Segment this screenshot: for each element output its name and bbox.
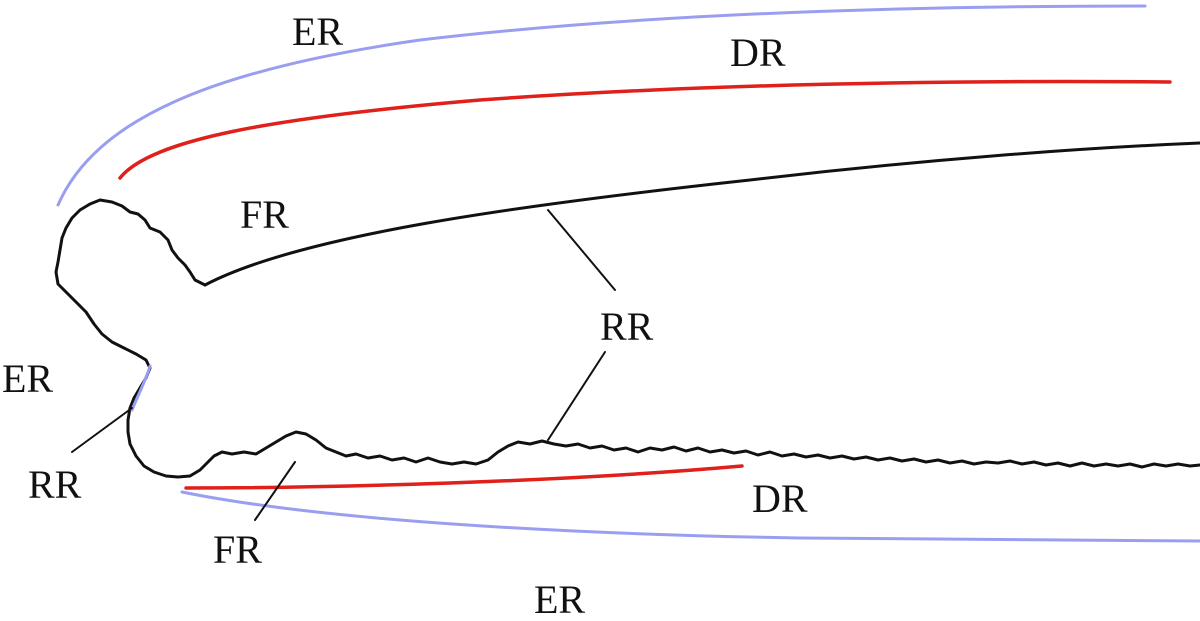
er-bottom-curve bbox=[180, 490, 1200, 543]
rr-upper-curve bbox=[203, 141, 1200, 287]
label-fr-top: FR bbox=[240, 192, 289, 237]
rr-left-leader bbox=[71, 407, 133, 453]
label-rr-center: RR bbox=[600, 304, 654, 349]
label-er-bottom: ER bbox=[534, 577, 585, 621]
rr-center-leader-upper bbox=[547, 209, 616, 291]
rr-center-leader-lower bbox=[547, 351, 606, 441]
label-rr-left: RR bbox=[28, 462, 82, 507]
label-dr-top: DR bbox=[730, 30, 786, 75]
dr-bottom-curve bbox=[184, 464, 744, 490]
label-er-left: ER bbox=[2, 356, 53, 401]
rr-rough-outline bbox=[54, 198, 1200, 479]
label-fr-bottom: FR bbox=[213, 527, 262, 572]
label-er-top: ER bbox=[292, 9, 343, 54]
er-left-edge-mark bbox=[130, 364, 152, 412]
er-top-curve bbox=[56, 4, 1147, 207]
fr-bottom-leader bbox=[254, 461, 296, 521]
label-dr-bottom: DR bbox=[752, 476, 808, 521]
dr-top-curve bbox=[118, 79, 1172, 180]
